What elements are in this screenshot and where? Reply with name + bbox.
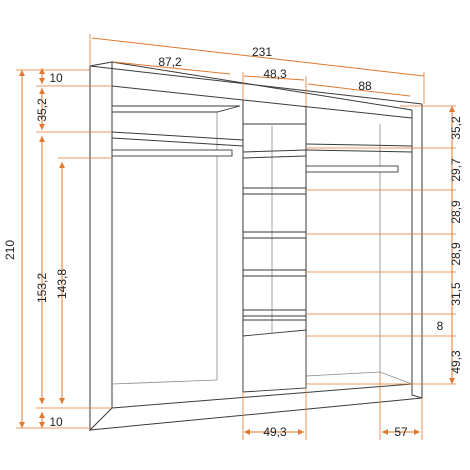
top-shelf-gap-left-label: 35,2 xyxy=(35,98,49,122)
middle-shelves xyxy=(242,123,307,317)
left-side-panel xyxy=(89,61,113,432)
left-width-label: 87,2 xyxy=(158,55,182,69)
shelf-gap-2-label: 28,9 xyxy=(449,200,463,224)
right-width-label: 88 xyxy=(358,79,372,93)
total-width-label: 231 xyxy=(252,45,272,59)
shelf-gap-3-label: 28,9 xyxy=(449,242,463,266)
drawer-gap-label: 8 xyxy=(437,319,444,333)
shelf-gap-4-label: 31,5 xyxy=(449,282,463,306)
inner-height-label: 153,2 xyxy=(35,273,49,303)
drawer xyxy=(242,329,307,393)
dimension-labels: 231 87,2 48,3 88 10 10 210 35,2 153,2 14… xyxy=(3,45,463,439)
depth-right-label: 57 xyxy=(394,425,408,439)
total-height-label: 210 xyxy=(3,240,17,260)
drawer-height-label: 49,3 xyxy=(449,350,463,374)
shelf-gap-1-label: 29,7 xyxy=(449,158,463,182)
bottom-middle-width-label: 49,3 xyxy=(263,425,287,439)
bottom-plinth-label: 10 xyxy=(49,415,63,429)
dimension-lines xyxy=(16,34,456,440)
hanging-height-label: 143,8 xyxy=(55,269,69,299)
top-shelf-gap-right-label: 35,2 xyxy=(449,116,463,140)
right-hanging-rail xyxy=(305,165,399,173)
left-hanging-rail xyxy=(111,149,233,157)
right-side-panel xyxy=(411,104,423,399)
top-panel-label: 10 xyxy=(49,71,63,85)
middle-width-label: 48,3 xyxy=(263,67,287,81)
wardrobe-body xyxy=(89,61,423,432)
arrowheads xyxy=(19,68,455,435)
left-top-shelf xyxy=(111,105,241,113)
